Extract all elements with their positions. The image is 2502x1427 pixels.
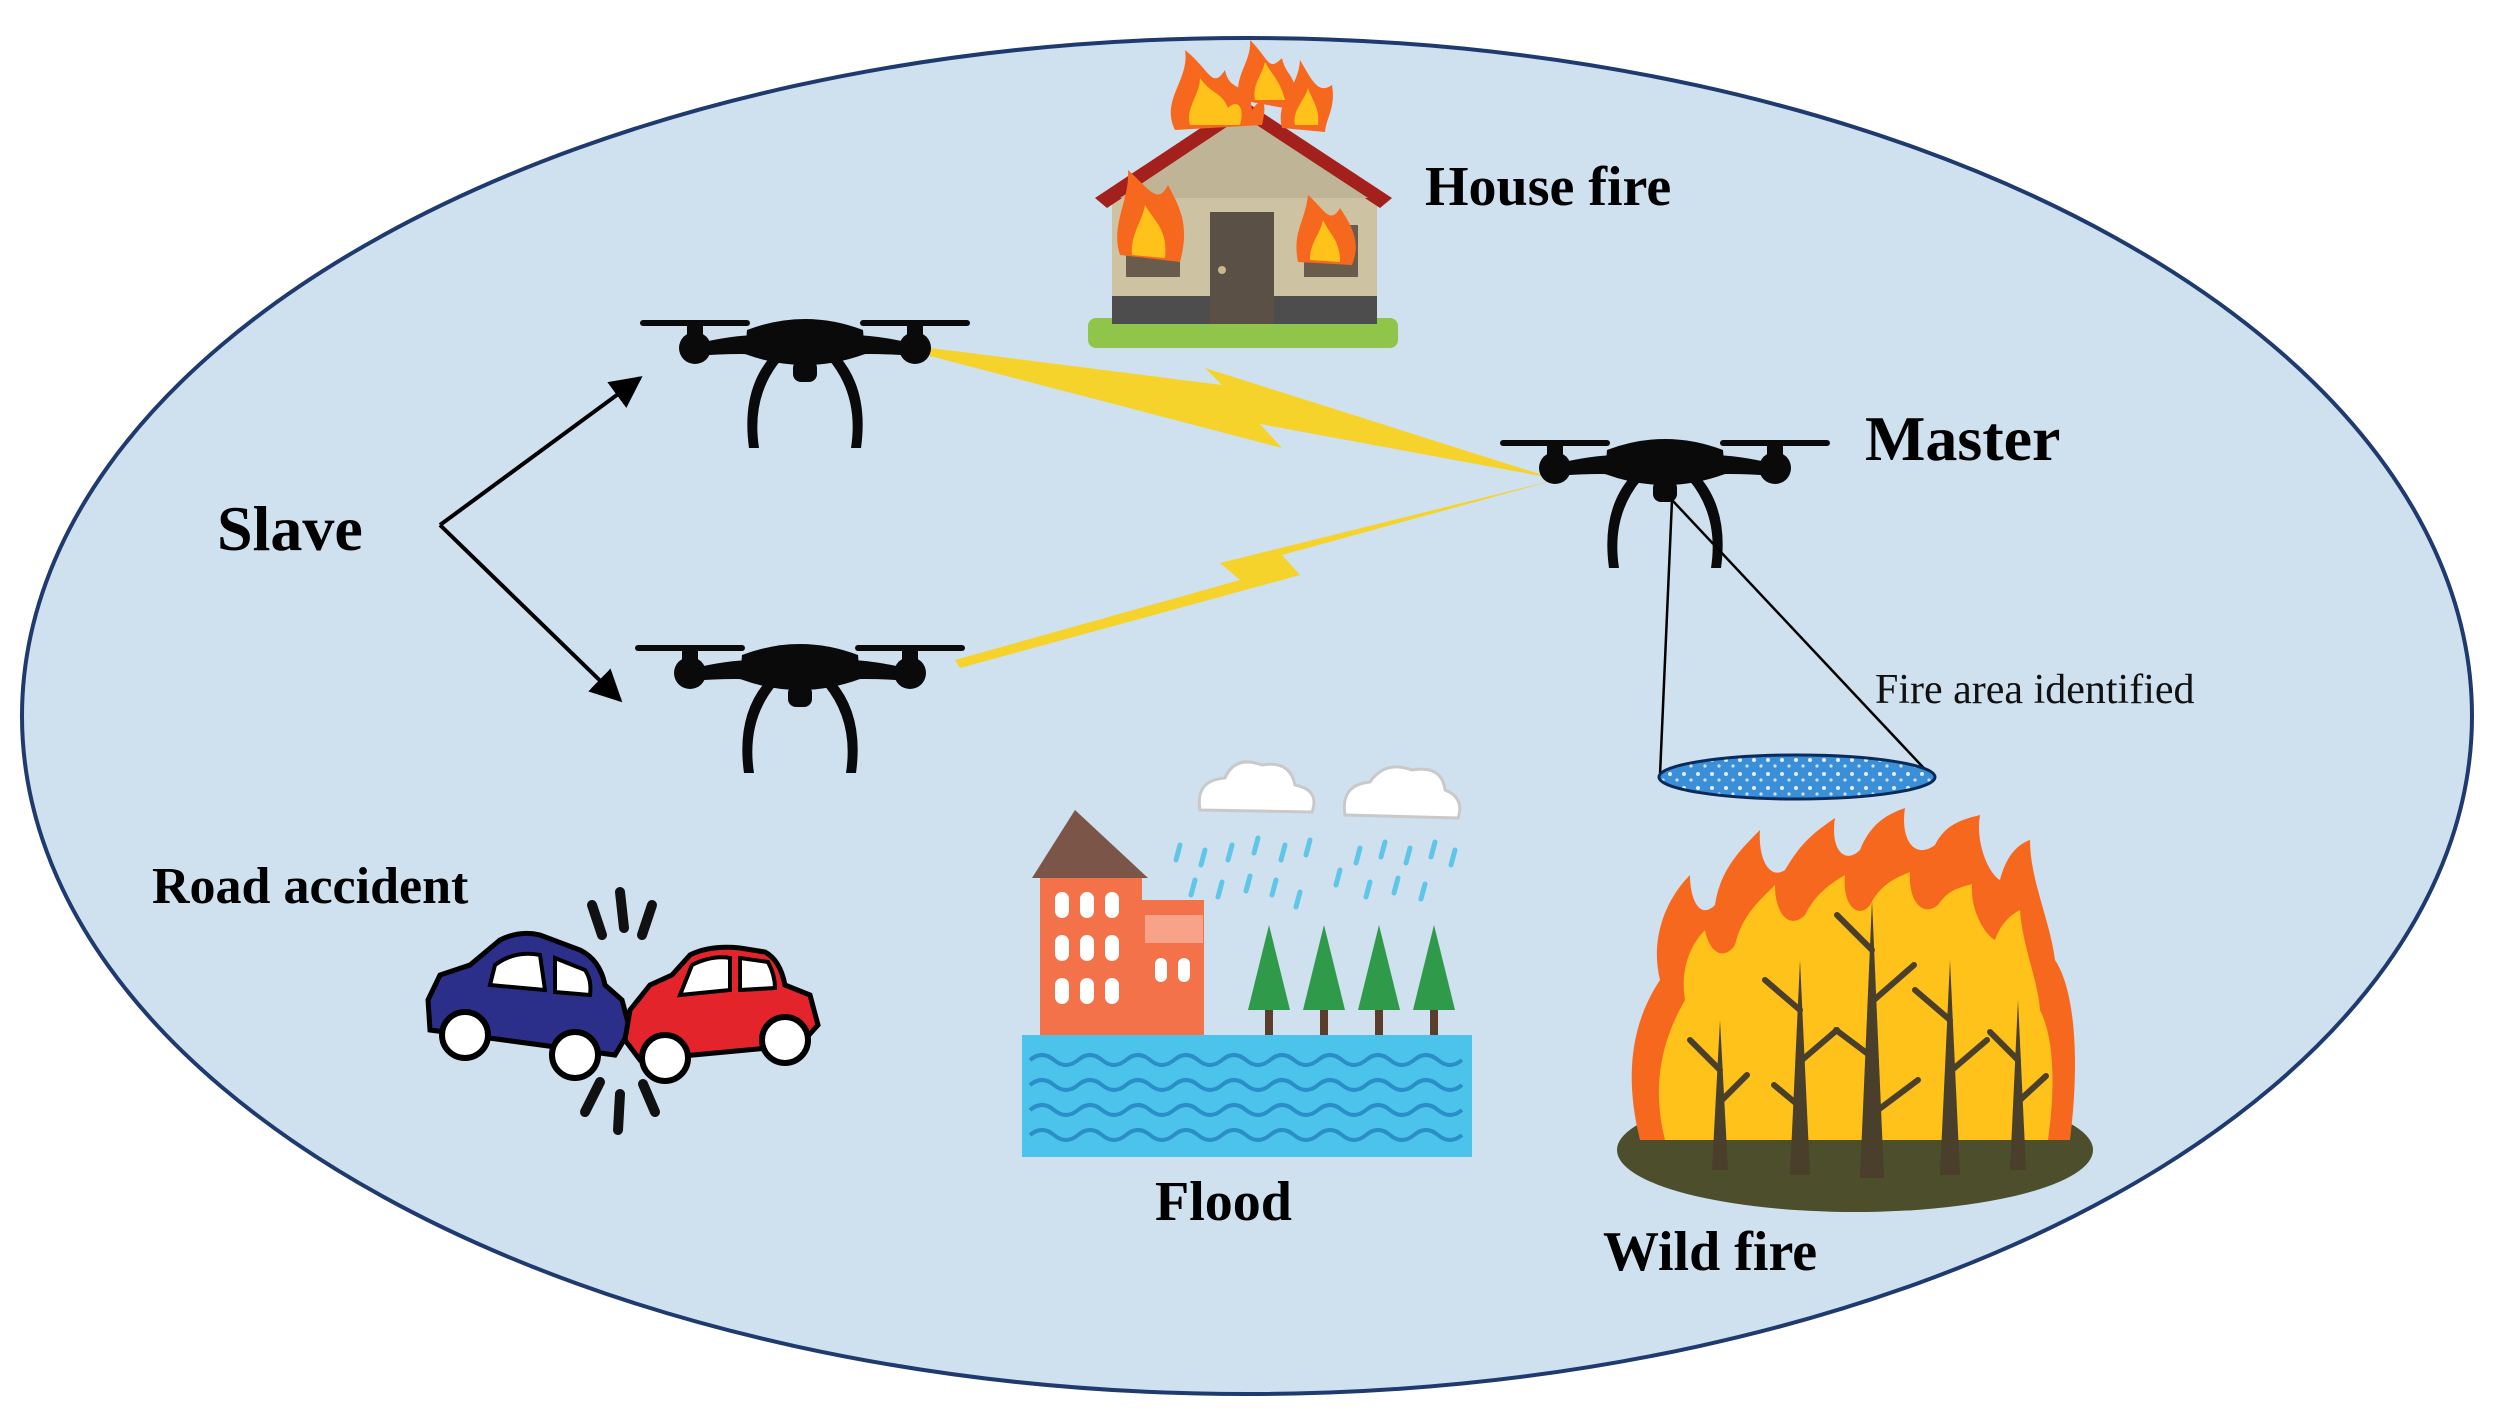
car-crash-icon: [425, 887, 821, 1135]
label-fire-area: Fire area identified: [1875, 667, 2195, 713]
communication-link-upper: [930, 348, 1552, 478]
label-flood: Flood: [1155, 1171, 1292, 1233]
slave-arrows: [438, 376, 643, 703]
forest-fire-icon: [1617, 808, 2093, 1212]
scan-cone: [1657, 499, 1937, 801]
fire-area-spot: [1657, 753, 1937, 801]
burning-house-icon: [1088, 40, 1398, 348]
label-wild-fire: Wild fire: [1603, 1221, 1817, 1283]
flood-icon: [1022, 760, 1472, 1157]
label-road-accident: Road accident: [152, 858, 469, 915]
label-house-fire: House fire: [1425, 156, 1671, 218]
communication-link-lower: [955, 480, 1555, 668]
label-slave: Slave: [217, 493, 363, 564]
label-master: Master: [1865, 403, 2060, 474]
